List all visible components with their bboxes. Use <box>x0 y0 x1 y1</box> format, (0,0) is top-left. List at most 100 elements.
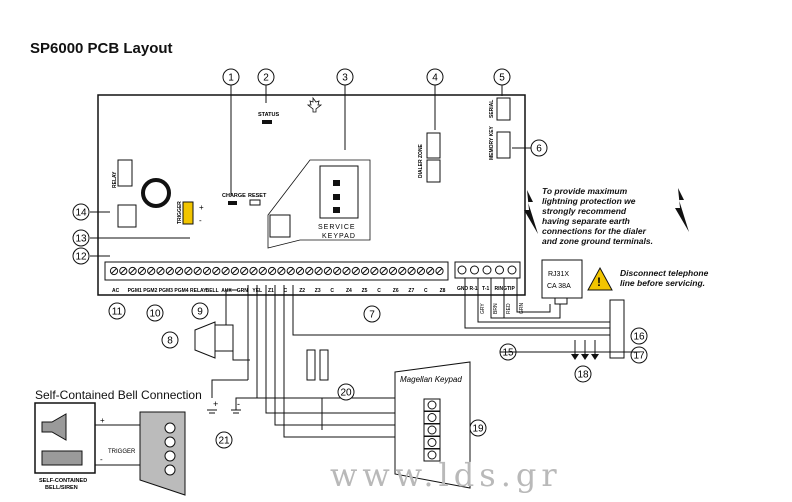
terminal-label: PGM1 <box>128 288 142 294</box>
callout-number: 16 <box>633 332 645 343</box>
trigger-plus: + <box>199 203 204 212</box>
dialer-zone-connector <box>426 159 441 183</box>
callout-17 <box>630 346 648 364</box>
callout-number: 1 <box>228 73 234 84</box>
phone-terminal-label: T-1 <box>482 286 489 292</box>
terminal-label: C <box>284 288 288 294</box>
trigger-label: TRIGGER <box>177 201 183 224</box>
phone-terminal-label: RING <box>495 286 508 292</box>
wire-label-brn: BRN <box>493 303 499 314</box>
svg-text:!: ! <box>597 275 601 289</box>
memory-key-label: MEMORY KEY <box>489 125 495 160</box>
bell-minus-label: - <box>100 455 103 464</box>
terminal-strip <box>104 261 449 281</box>
maple-leaf-icon <box>306 96 323 113</box>
phone-line-pole <box>609 299 625 359</box>
terminal-label: AUX <box>221 288 232 294</box>
charge-led <box>228 201 237 205</box>
terminal-label: Z6 <box>393 288 399 294</box>
terminal-label: C <box>377 288 381 294</box>
watermark: www.lds.gr <box>330 456 562 494</box>
callout-number: 3 <box>342 73 348 84</box>
reset-jumper <box>249 199 261 206</box>
callout-number: 10 <box>149 309 161 320</box>
phone-terminal-screw <box>495 265 504 275</box>
callout-20 <box>337 383 355 401</box>
terminal-label: Z5 <box>362 288 368 294</box>
phone-terminal-screw <box>470 265 479 275</box>
bell-terminals <box>164 422 176 476</box>
lightning-bolt-icon <box>524 190 538 234</box>
serial-label: SERIAL <box>489 100 495 118</box>
service-keypad-pin <box>333 180 340 186</box>
terminal-label: GRN <box>237 288 249 294</box>
bell-terminal-screw <box>164 422 176 434</box>
callout-16 <box>630 327 648 345</box>
callout-10 <box>146 304 164 322</box>
phone-terminal-screw <box>507 265 517 275</box>
keypad-terminal-screw <box>427 438 437 447</box>
keypad-terminal-screw <box>427 400 437 410</box>
callout-12 <box>72 247 90 265</box>
bell-section-title: Self-Contained Bell Connection <box>35 388 202 402</box>
memory-key-connector <box>496 131 511 159</box>
callout-number: 19 <box>472 424 484 435</box>
terminal-label: C <box>330 288 334 294</box>
battery-icon <box>41 450 83 466</box>
terminal-label: AC <box>112 288 120 294</box>
service-keypad-label: KEYPAD <box>322 233 356 240</box>
terminal-label: PGM3 <box>159 288 173 294</box>
phone-terminal-screw <box>482 265 492 275</box>
lightning-bolt-icon <box>675 188 689 232</box>
relay-label: RELAY <box>112 171 118 188</box>
keypad-terminal-screw <box>427 413 437 422</box>
callout-number: 7 <box>369 310 375 321</box>
callout-21 <box>215 431 233 449</box>
keypad-terminal-screw <box>427 425 437 435</box>
svg-text:-: - <box>237 399 240 409</box>
status-label: STATUS <box>258 112 280 118</box>
bell-terminal-screw <box>164 450 176 462</box>
terminal-label: Z7 <box>408 288 414 294</box>
warning-icon <box>587 266 613 291</box>
terminal-label: Z8 <box>440 288 446 294</box>
wire-label-gry: GRY <box>480 303 486 314</box>
callout-number: 8 <box>167 336 173 347</box>
terminal-label: RELAY <box>190 288 207 294</box>
wire-label-red: RED <box>506 303 512 314</box>
relay-connector <box>117 204 137 228</box>
bell-device-label: SELF-CONTAINED <box>39 478 87 484</box>
bell-plus-label: + <box>100 416 105 425</box>
rj31x-box <box>541 259 583 299</box>
terminal-label: C <box>424 288 428 294</box>
siren-icon <box>194 321 216 359</box>
bell-connector <box>139 411 186 496</box>
callout-number: 6 <box>536 144 542 155</box>
wire-label-grn: GRN <box>519 303 525 315</box>
terminal-label: Z4 <box>346 288 352 294</box>
callout-19 <box>469 419 487 437</box>
keypad-terminals <box>423 398 441 462</box>
callout-number: 15 <box>502 348 514 359</box>
status-led <box>262 120 272 124</box>
callout-number: 2 <box>263 73 269 84</box>
callout-number: 4 <box>432 73 438 84</box>
charge-label: CHARGE <box>222 193 246 199</box>
terminal-label: Z3 <box>315 288 321 294</box>
callout-number: 20 <box>340 388 352 399</box>
resistor <box>306 349 316 381</box>
callout-14 <box>72 203 90 221</box>
small-keypad-header <box>269 214 291 238</box>
callout-number: 21 <box>218 436 230 447</box>
keypad-title: Magellan Keypad <box>400 375 462 384</box>
callout-number: 13 <box>75 234 87 245</box>
callout-number: 14 <box>75 208 87 219</box>
rj31x-jack <box>554 297 568 305</box>
terminal-label: PGM2 <box>143 288 157 294</box>
callout-number: 17 <box>633 351 645 362</box>
dialer-zone-label: DIALER ZONE <box>418 143 424 178</box>
trigger-minus: - <box>199 216 202 225</box>
buzzer <box>141 178 171 208</box>
